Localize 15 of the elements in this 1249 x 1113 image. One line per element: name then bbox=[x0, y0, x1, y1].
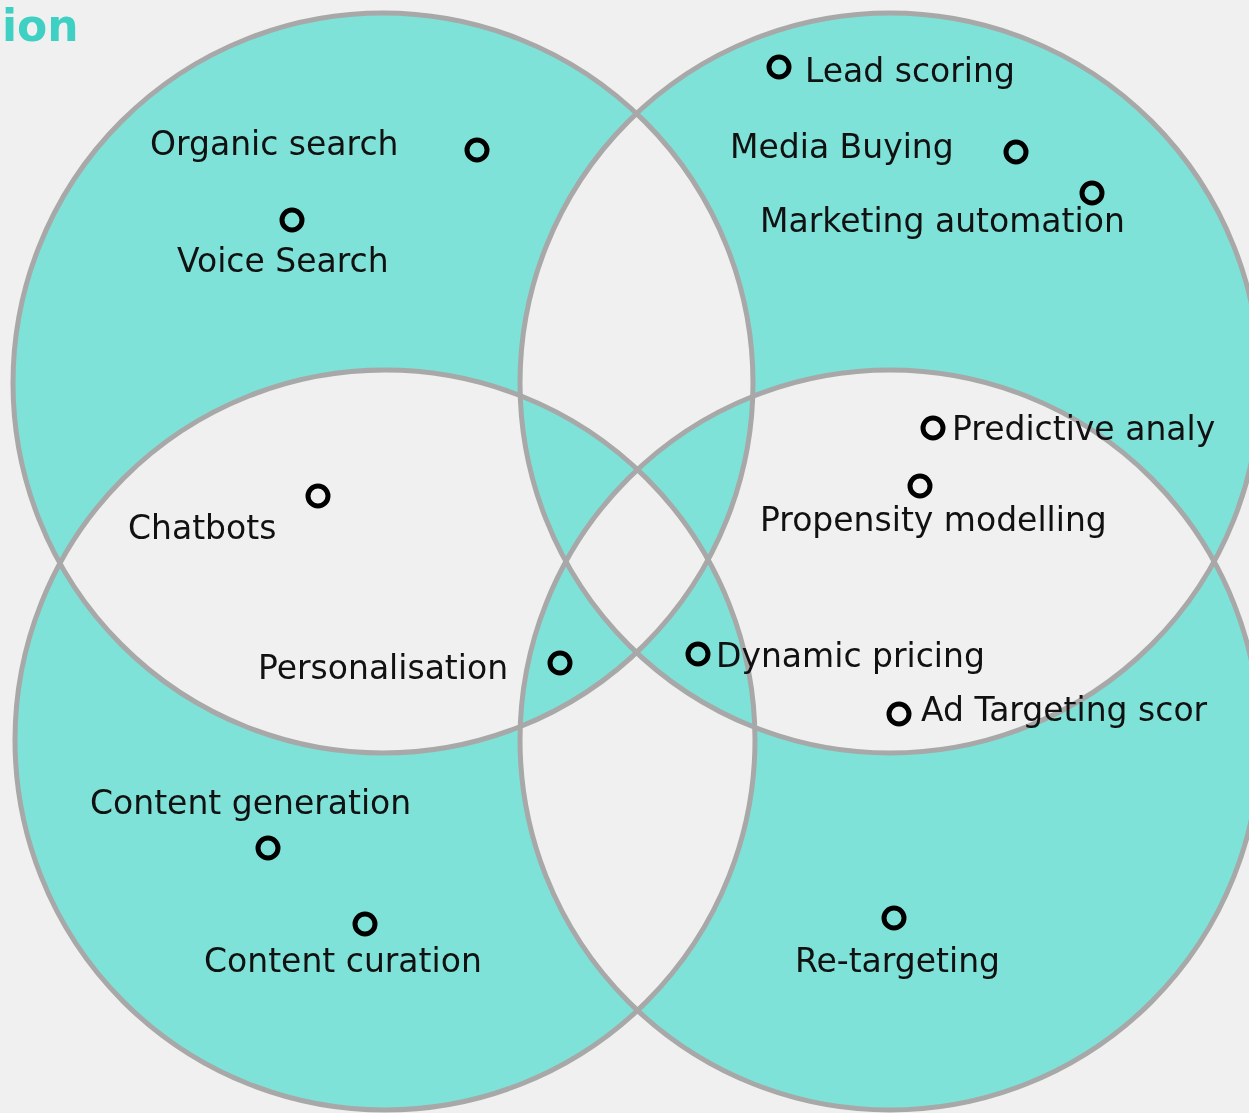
heading-fragment: ion bbox=[2, 0, 79, 52]
topic-label: Personalisation bbox=[258, 648, 509, 688]
topic-label: Voice Search bbox=[177, 241, 389, 281]
topic-label: Organic search bbox=[150, 124, 399, 164]
topic-label: Content curation bbox=[204, 941, 482, 981]
topic-label: Ad Targeting scor bbox=[921, 690, 1208, 730]
topic-label: Chatbots bbox=[128, 508, 277, 548]
topic-label: Propensity modelling bbox=[760, 500, 1107, 540]
topic-label: Marketing automation bbox=[760, 201, 1125, 241]
topic-label: Predictive analy bbox=[952, 409, 1216, 449]
topic-label: Lead scoring bbox=[805, 51, 1015, 91]
topic-label: Content generation bbox=[90, 783, 412, 823]
topic-label: Media Buying bbox=[730, 127, 954, 167]
topic-label: Re-targeting bbox=[795, 941, 1001, 981]
topic-label: Dynamic pricing bbox=[716, 636, 985, 676]
